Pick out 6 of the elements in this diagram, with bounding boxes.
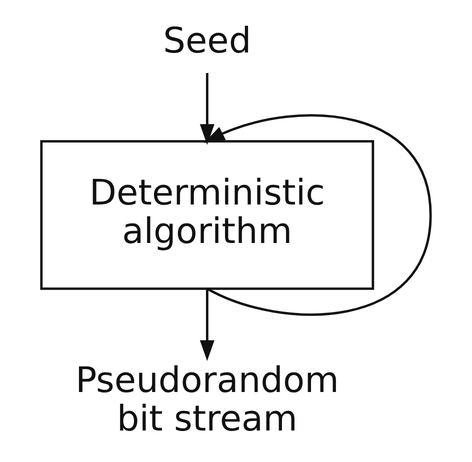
node-box: Deterministic algorithm bbox=[40, 140, 374, 290]
arrow bbox=[204, 114, 432, 316]
node-text: Seed bbox=[163, 20, 252, 62]
node-text: Pseudorandom bit stream bbox=[75, 360, 339, 440]
arrow bbox=[200, 288, 214, 362]
arrow bbox=[200, 72, 214, 145]
